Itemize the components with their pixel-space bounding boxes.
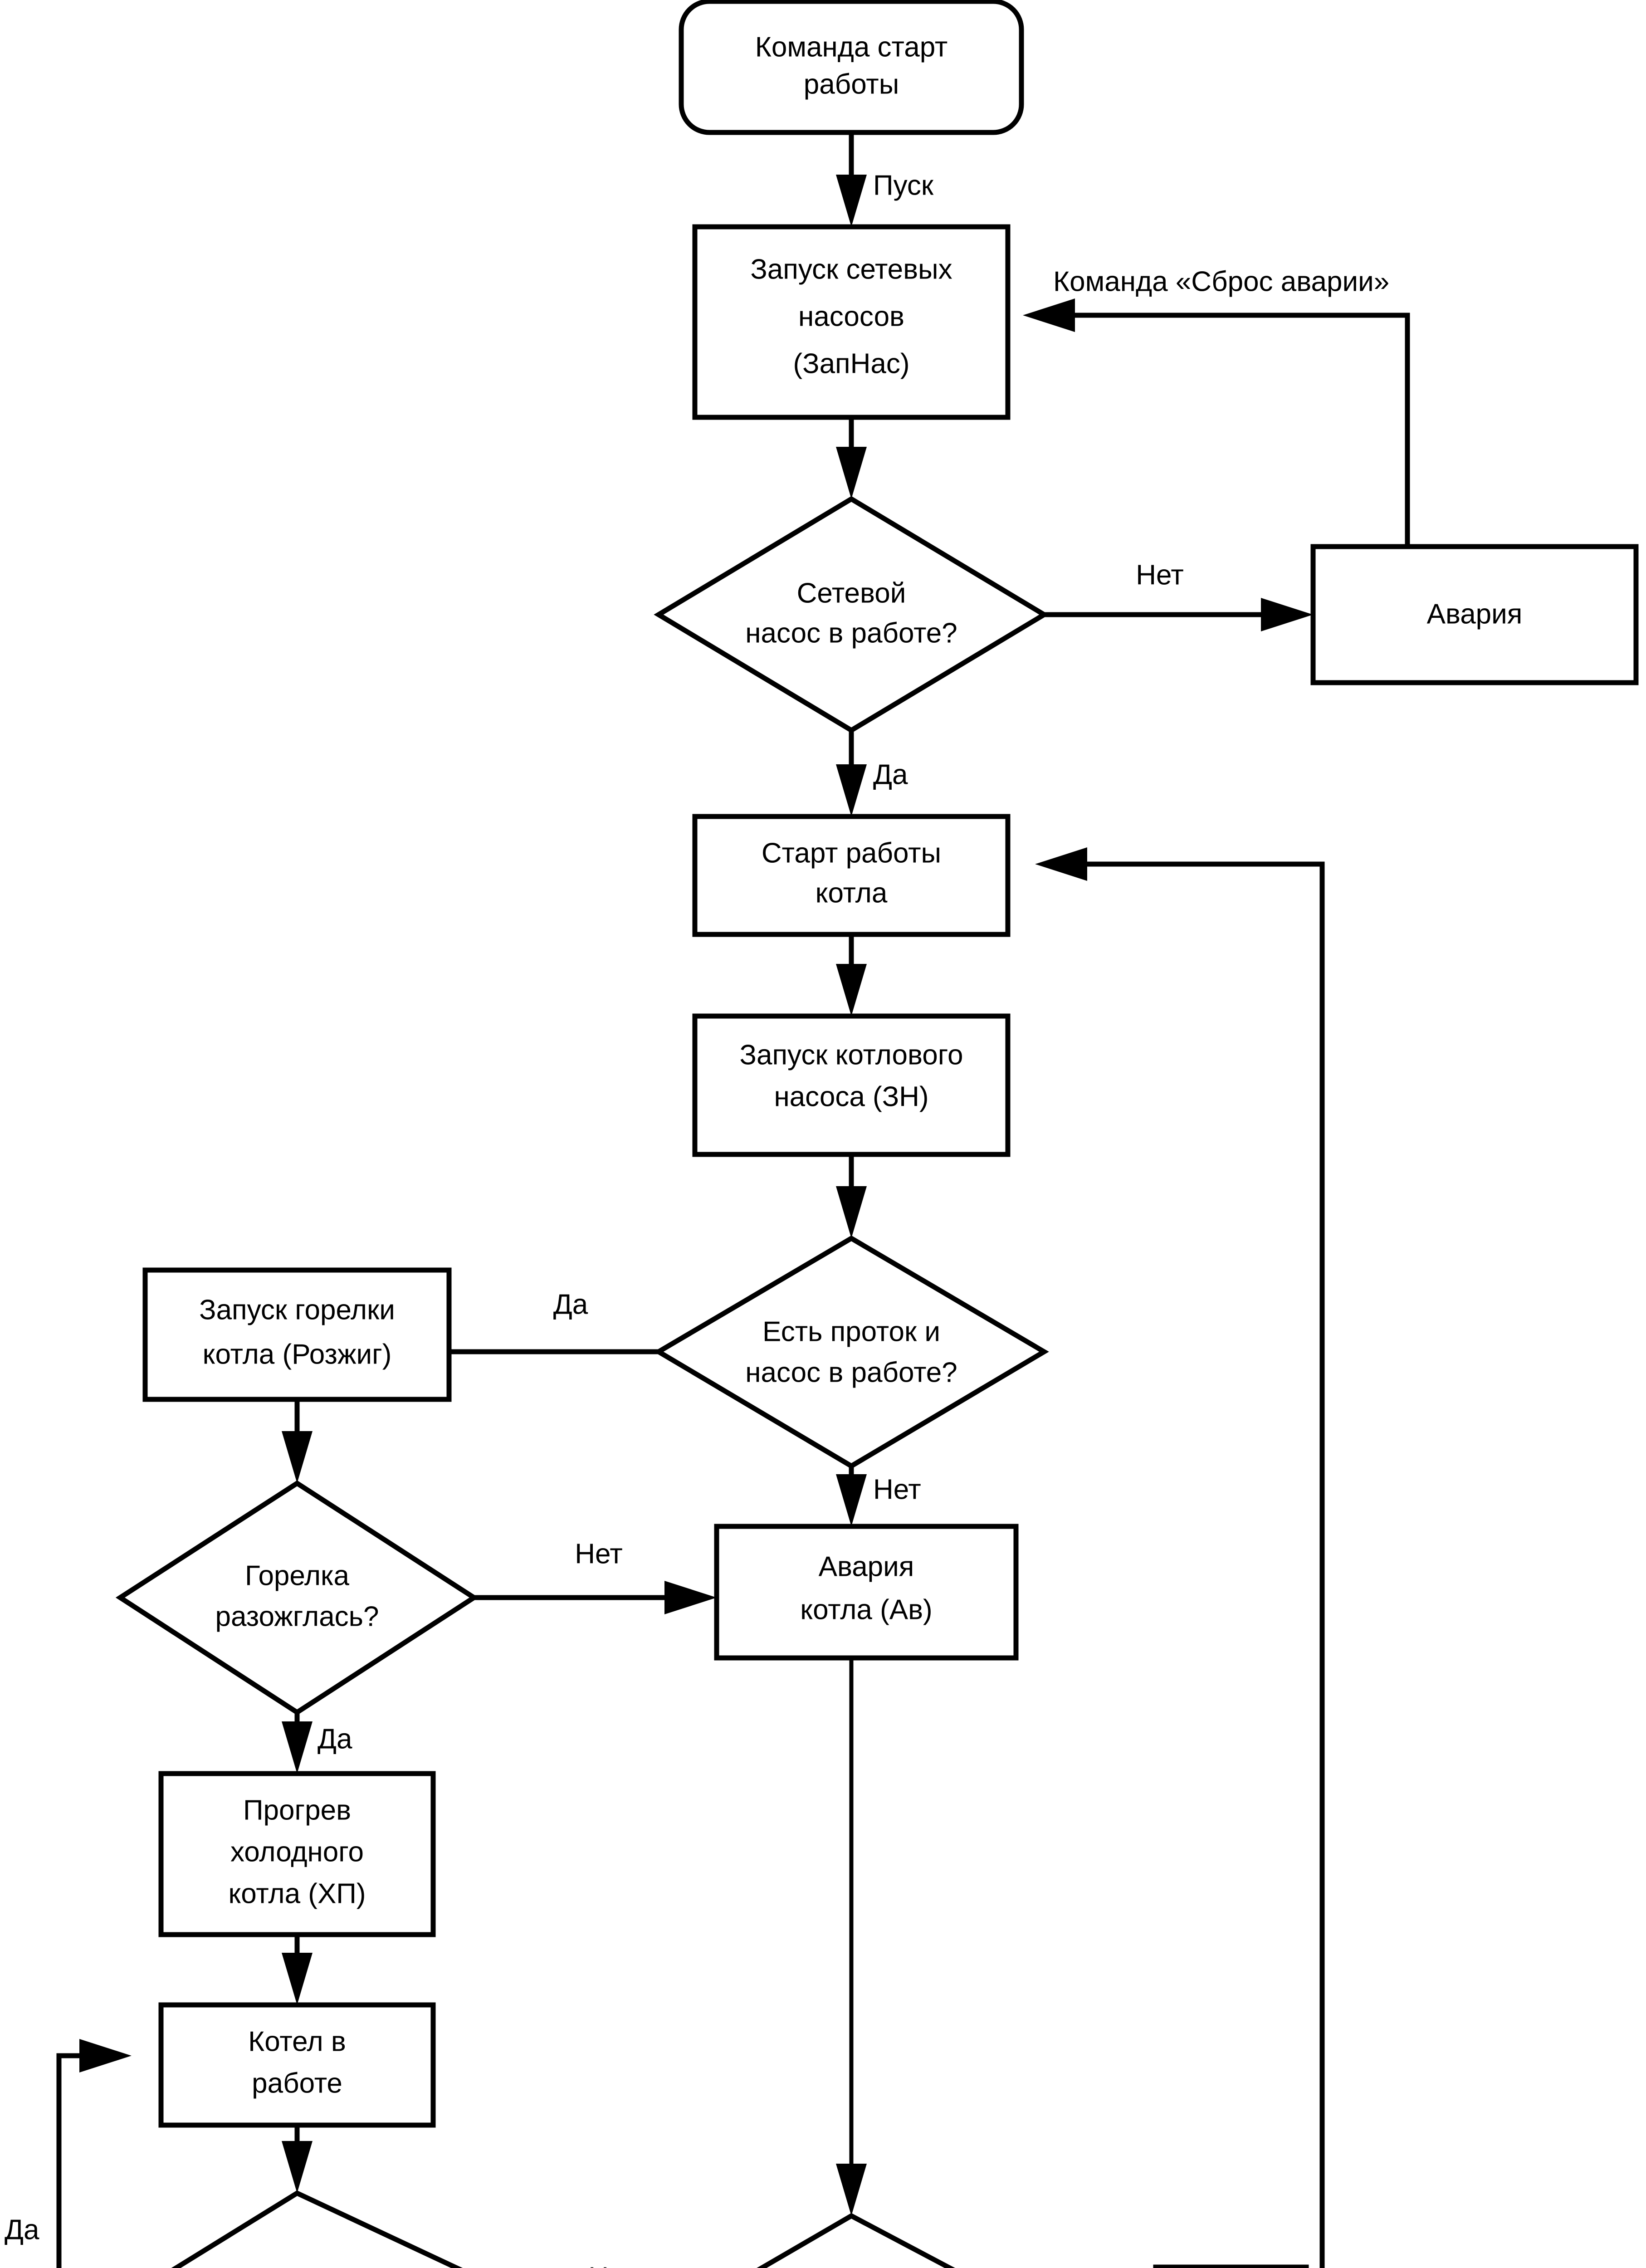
svg-text:разожглась?: разожглась? bbox=[215, 1601, 379, 1632]
svg-text:Команда старт: Команда старт bbox=[755, 31, 948, 63]
svg-text:котла (Розжиг): котла (Розжиг) bbox=[203, 1339, 392, 1370]
svg-text:насос в работе?: насос в работе? bbox=[745, 1357, 957, 1388]
node-cold-warmup-shape[interactable] bbox=[158, 1771, 436, 1937]
svg-text:Есть проток и: Есть проток и bbox=[762, 1316, 940, 1347]
node-net-pumps-label: Запуск сетевых насосов (ЗапНас) bbox=[750, 254, 952, 379]
svg-text:работе: работе bbox=[252, 2068, 342, 2099]
node-start-label: Команда старт работы bbox=[755, 31, 948, 100]
svg-text:Прогрев: Прогрев bbox=[243, 1794, 351, 1826]
svg-text:насоса (ЗН): насоса (ЗН) bbox=[774, 1081, 928, 1112]
edge-warmup-to-boiler-running bbox=[282, 1935, 313, 2005]
node-burner-check-shape[interactable] bbox=[115, 1480, 479, 1716]
node-boiler-fault-label: Авария котла (Ав) bbox=[800, 1551, 932, 1625]
svg-text:(ЗапНас): (ЗапНас) bbox=[793, 348, 909, 379]
edge-label-net-pump-yes: Да bbox=[873, 759, 908, 790]
svg-text:холодного: холодного bbox=[230, 1836, 364, 1867]
svg-text:Старт работы: Старт работы bbox=[762, 837, 941, 869]
node-burner-start-label: Запуск горелки котла (Розжиг) bbox=[199, 1294, 395, 1370]
svg-text:Запуск сетевых: Запуск сетевых bbox=[750, 254, 952, 285]
svg-text:Котел в: Котел в bbox=[248, 2026, 346, 2057]
edge-net-check-no-to-fault bbox=[1021, 598, 1313, 631]
edge-net-pumps-to-check bbox=[836, 417, 867, 499]
node-burner-check-label: Горелка разожглась? bbox=[215, 1560, 379, 1632]
edge-boiler-fault-to-more-check bbox=[836, 1658, 867, 2216]
edge-label-fault-reset: Команда «Сброс аварии» bbox=[1053, 266, 1389, 297]
edge-burner-check-no-to-boiler-fault bbox=[474, 1581, 717, 1614]
node-flow-check-label: Есть проток и насос в работе? bbox=[745, 1316, 957, 1388]
node-boiler-running-shape[interactable] bbox=[158, 2002, 436, 2128]
edge-net-check-yes-to-boiler-start bbox=[836, 730, 867, 816]
svg-text:Запуск котлового: Запуск котлового bbox=[740, 1039, 963, 1070]
svg-text:Авария: Авария bbox=[1427, 598, 1523, 630]
node-boiler-start-label: Старт работы котла bbox=[762, 837, 941, 909]
svg-text:насос в работе?: насос в работе? bbox=[745, 617, 957, 649]
svg-text:Сетевой: Сетевой bbox=[797, 577, 906, 609]
edge-label-heat-yes: Да bbox=[5, 2214, 39, 2245]
svg-text:Запуск горелки: Запуск горелки bbox=[199, 1294, 395, 1325]
node-boiler-running-label: Котел в работе bbox=[248, 2026, 346, 2099]
edge-label-more-yes: Да bbox=[1096, 2264, 1131, 2268]
node-flow-check-shape[interactable] bbox=[654, 1235, 1049, 1469]
node-net-pump-check-label: Сетевой насос в работе? bbox=[745, 577, 957, 649]
node-net-pump-check-shape[interactable] bbox=[654, 496, 1049, 733]
edge-flow-check-no-to-boiler-fault bbox=[836, 1466, 867, 1526]
edge-label-burner-yes: Да bbox=[317, 1723, 352, 1755]
svg-text:Горелка: Горелка bbox=[245, 1560, 349, 1591]
edge-boiler-running-to-heat-check bbox=[282, 2125, 313, 2193]
edge-label-burner-no: Нет bbox=[575, 1538, 623, 1569]
svg-text:насосов: насосов bbox=[798, 301, 904, 332]
node-more-boilers-check-shape[interactable] bbox=[676, 2213, 1044, 2268]
edge-burner-start-to-burner-check bbox=[282, 1399, 313, 1483]
edge-boiler-pump-to-flow-check bbox=[836, 1154, 867, 1238]
node-boiler-pump-shape[interactable] bbox=[692, 1013, 1011, 1157]
node-fault-main-label: Авария bbox=[1427, 598, 1523, 630]
edge-label-flow-no: Нет bbox=[873, 1474, 921, 1505]
edge-heat-check-yes-loop bbox=[56, 2039, 132, 2268]
edge-slave-to-boiler-start-loop bbox=[1035, 847, 1325, 2268]
node-heat-demand-check-shape[interactable] bbox=[95, 2190, 563, 2268]
edge-burner-check-yes-to-warmup bbox=[282, 1712, 313, 1774]
svg-text:котла (Ав): котла (Ав) bbox=[800, 1594, 932, 1625]
svg-text:котла: котла bbox=[816, 877, 888, 909]
node-cold-warmup-label: Прогрев холодного котла (ХП) bbox=[228, 1794, 366, 1909]
node-fault-main-shape[interactable] bbox=[1310, 544, 1639, 685]
node-slave-boiler-shape[interactable] bbox=[1153, 2264, 1309, 2268]
edge-label-flow-yes: Да bbox=[553, 1289, 588, 1320]
edge-label-net-pump-no: Нет bbox=[1136, 559, 1184, 591]
node-boiler-fault-shape[interactable] bbox=[714, 1524, 1019, 1661]
svg-text:Авария: Авария bbox=[819, 1551, 914, 1582]
node-boiler-start-shape[interactable] bbox=[692, 814, 1011, 937]
edge-start-to-net-pumps bbox=[836, 132, 867, 227]
svg-text:работы: работы bbox=[804, 68, 899, 100]
node-net-pumps-shape[interactable] bbox=[692, 224, 1011, 420]
edge-label-start-to-pumps: Пуск bbox=[873, 170, 934, 201]
edge-boiler-start-to-pump bbox=[836, 934, 867, 1016]
svg-text:котла (ХП): котла (ХП) bbox=[228, 1878, 366, 1909]
node-start-shape[interactable] bbox=[679, 0, 1024, 135]
edge-label-heat-no: Нет bbox=[588, 2262, 636, 2268]
node-burner-start-shape[interactable] bbox=[142, 1267, 452, 1402]
edge-fault-reset-loop bbox=[1023, 298, 1410, 547]
node-boiler-pump-label: Запуск котлового насоса (ЗН) bbox=[740, 1039, 963, 1112]
